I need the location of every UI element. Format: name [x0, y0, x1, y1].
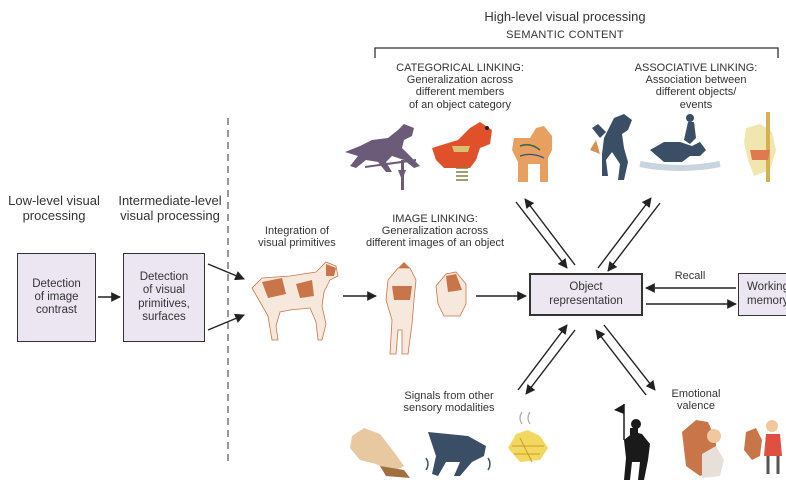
categorical-title: CATEGORICAL LINKING:: [396, 62, 524, 74]
associative-description: Association between different objects/ e…: [645, 74, 747, 111]
weathervane-horse-icon: [345, 124, 420, 190]
detection-contrast-box: Detection of image contrast: [17, 253, 96, 342]
image-linking-title: IMAGE LINKING:: [392, 213, 478, 225]
arrow-emotional-up: [595, 329, 647, 396]
hay-bundle-icon: [508, 411, 548, 463]
knight-silhouette-icon: [614, 404, 650, 480]
emotional-label: Emotional valence: [671, 388, 721, 413]
arrow-emotional-down: [603, 324, 656, 391]
arrow-sensory-up: [517, 324, 568, 391]
paint-horse-icon: [251, 261, 339, 341]
horse-eating-icon: [350, 428, 410, 478]
arrow-primitives-to-integration-lower: [207, 313, 245, 331]
child-with-toy-horse-icon: [744, 420, 782, 474]
signals-label: Signals from other sensory modalities: [403, 390, 495, 415]
carousel-horse-icon: [744, 112, 776, 182]
arrow-associative-up: [597, 197, 652, 269]
intermediate-level-label: Intermediate-level visual processing: [118, 193, 222, 223]
header-subtitle: SEMANTIC CONTENT: [506, 29, 624, 41]
arrow-categorical-up: [524, 198, 576, 266]
working-memory-text: Working memory: [747, 281, 786, 307]
arrow-sensory-down: [525, 329, 576, 395]
low-level-label: Low-level visual processing: [8, 193, 100, 223]
categorical-description: Generalization across different members …: [406, 74, 514, 111]
associative-title: ASSOCIATIVE LINKING:: [634, 62, 758, 74]
detection-contrast-text: Detection of image contrast: [32, 277, 81, 317]
person-hugging-horse-icon: [682, 420, 724, 478]
image-linking-description: Generalization across different images o…: [366, 225, 504, 250]
arrow-primitives-to-integration-upper: [207, 263, 245, 281]
integration-label: Integration of visual primitives: [258, 225, 336, 250]
working-memory-box: Working memory: [738, 273, 786, 316]
horse-sound-icon: [425, 432, 491, 476]
object-representation-box: Object representation: [529, 273, 643, 316]
recall-label: Recall: [674, 270, 706, 282]
object-representation-text: Object representation: [549, 281, 623, 307]
dala-horse-icon: [512, 126, 552, 182]
arrow-categorical-down: [515, 201, 568, 269]
semantic-bracket: [374, 47, 779, 58]
header-title: High-level visual processing: [484, 9, 646, 24]
spring-rocking-horse-icon: [432, 122, 492, 181]
rearing-horse-icon: [590, 114, 632, 180]
horse-head-icon: [435, 271, 467, 317]
rider-horse-icon: [639, 114, 721, 171]
detection-primitives-text: Detection of visual primitives, surfaces: [138, 271, 190, 323]
detection-primitives-box: Detection of visual primitives, surfaces: [123, 253, 205, 342]
arrow-associative-down: [607, 202, 661, 272]
rear-view-horse-icon: [385, 262, 417, 355]
